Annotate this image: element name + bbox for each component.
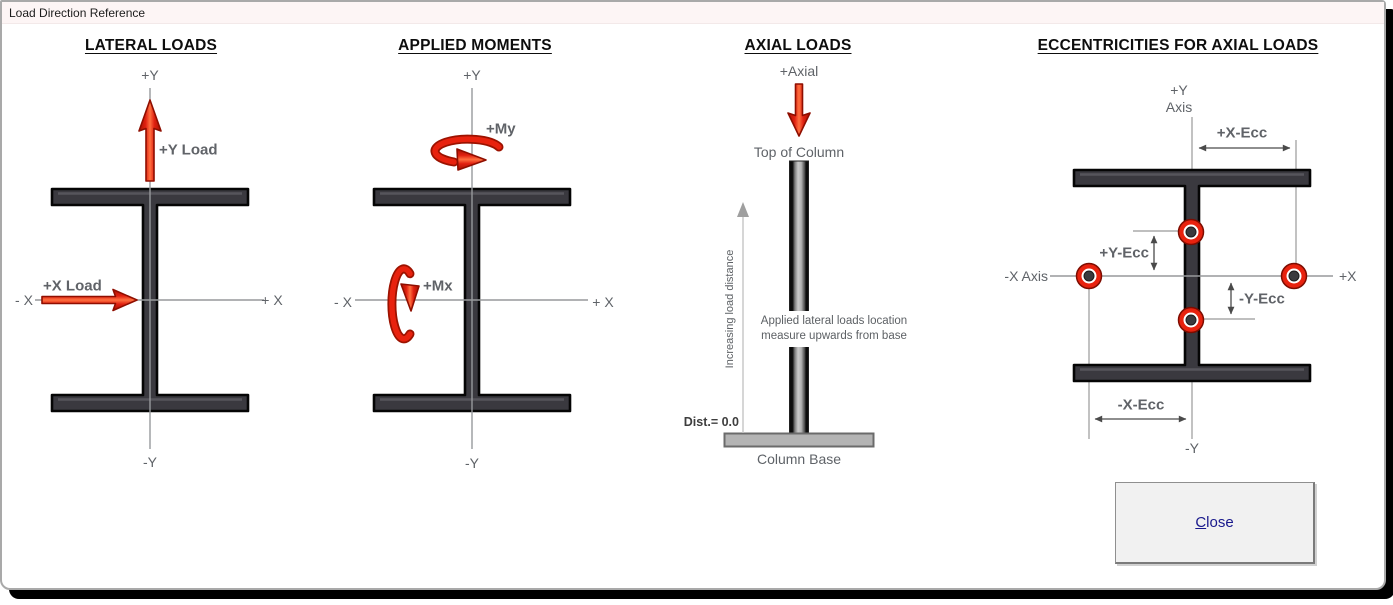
ecc-axis-word-label: Axis: [1165, 99, 1193, 115]
note-line-2: measure upwards from base: [761, 330, 907, 342]
moments-minus-x-label: - X: [334, 294, 352, 310]
top-of-column-label: Top of Column: [753, 144, 845, 160]
title-bar[interactable]: Load Direction Reference: [2, 2, 1384, 24]
mx-moment-arrow: [387, 264, 420, 344]
column-elevation: [789, 160, 809, 436]
plus-y-ecc-label: +Y-Ecc: [1099, 244, 1149, 262]
applied-moments-heading: APPLIED MOMENTS: [398, 37, 552, 54]
ecc-marker-right: [1280, 262, 1308, 290]
window-title: Load Direction Reference: [9, 5, 146, 20]
y-load-label: +Y Load: [159, 141, 218, 159]
minus-x-ecc-label: -X-Ecc: [1117, 396, 1165, 414]
mx-label: +Mx: [423, 277, 453, 295]
axial-loads-diagram: [723, 83, 875, 448]
dialog-window: Load Direction Reference: [0, 0, 1386, 590]
lateral-loads-diagram: [35, 88, 264, 449]
note-line-1: Applied lateral loads location: [760, 315, 908, 327]
close-button-label: lose: [1206, 514, 1234, 531]
axial-loads-heading: AXIAL LOADS: [744, 37, 852, 54]
my-label: +My: [486, 120, 516, 138]
axial-arrow-label: +Axial: [779, 63, 819, 79]
my-moment-arrow: [430, 134, 504, 171]
minus-y-ecc-label: -Y-Ecc: [1239, 290, 1285, 308]
increasing-load-distance-label: Increasing load distance: [724, 249, 736, 369]
column-base-label: Column Base: [756, 451, 842, 467]
plus-x-ecc-label: +X-Ecc: [1216, 124, 1268, 142]
ecc-plus-y-label: +Y: [1170, 82, 1188, 98]
lateral-loads-heading: LATERAL LOADS: [84, 37, 218, 54]
close-button[interactable]: Close: [1115, 482, 1315, 564]
y-load-arrow: [138, 99, 162, 182]
ecc-marker-left: [1075, 262, 1103, 290]
ecc-marker-top: [1177, 218, 1205, 246]
close-button-accelerator: C: [1195, 514, 1207, 531]
x-load-label: +X Load: [43, 277, 102, 295]
eccentricities-heading: ECCENTRICITIES FOR AXIAL LOADS: [1037, 37, 1319, 54]
axial-load-arrow: [787, 83, 811, 137]
minus-x-axis-label: -X Axis: [1004, 268, 1048, 284]
moments-minus-y-label: -Y: [465, 455, 479, 471]
diagram-canvas: [35, 83, 1333, 449]
moments-plus-x-label: + X: [592, 294, 614, 310]
lateral-minus-x-label: - X: [15, 292, 33, 308]
applied-moments-diagram: [355, 88, 588, 449]
column-base-plate: [723, 432, 875, 448]
lateral-plus-y-label: +Y: [141, 67, 159, 83]
load-distance-arrowhead: [737, 202, 749, 217]
lateral-minus-y-label: -Y: [143, 454, 157, 470]
moments-plus-y-label: +Y: [463, 67, 481, 83]
eccentricities-diagram: [1050, 117, 1333, 439]
x-load-arrow: [41, 288, 138, 312]
ecc-minus-y-label: -Y: [1185, 440, 1199, 456]
dist-zero-label: Dist.= 0.0: [683, 415, 739, 429]
ecc-marker-bottom: [1177, 306, 1205, 334]
lateral-plus-x-label: + X: [261, 292, 283, 308]
ecc-plus-x-label: +X: [1339, 268, 1357, 284]
lateral-loads-note: Applied lateral loads location measure u…: [755, 311, 913, 347]
